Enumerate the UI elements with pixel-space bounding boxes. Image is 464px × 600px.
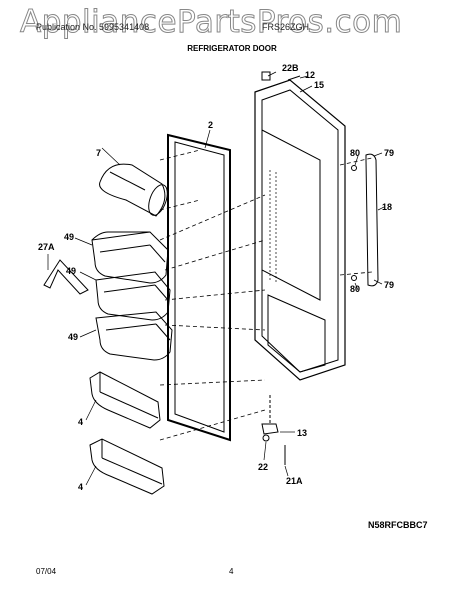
bushing-22	[262, 434, 270, 442]
door-handle-18	[365, 153, 379, 287]
dashed-leaders	[159, 149, 373, 441]
footer-page-number: 4	[229, 567, 234, 576]
callout-15: 15	[314, 80, 324, 90]
diagram-code: N58RFCBBC7	[368, 520, 428, 530]
door-bin-4-upper	[89, 371, 161, 429]
door-liner-15	[254, 79, 346, 381]
callout-13: 13	[297, 428, 307, 438]
callout-49-bottom: 49	[68, 332, 78, 342]
door-bin-49-top	[91, 231, 169, 284]
callout-27a: 27A	[38, 242, 55, 252]
callout-4-upper: 4	[78, 417, 83, 427]
door-gasket-2	[167, 133, 231, 442]
callout-4-lower: 4	[78, 482, 83, 492]
cap-22b	[261, 71, 271, 81]
callout-2: 2	[208, 120, 213, 130]
part-7-cylinder	[99, 163, 168, 217]
callout-22b: 22B	[282, 63, 299, 73]
part-12-trim	[287, 75, 301, 81]
screw-80-upper	[351, 165, 357, 171]
publication-number: Publication No. 5995341408	[36, 22, 150, 32]
screw-80-lower	[351, 275, 357, 281]
callout-21a: 21A	[286, 476, 303, 486]
part-27a-bar	[43, 259, 89, 295]
model-number: FRS26ZGH	[262, 22, 310, 32]
callout-18: 18	[382, 202, 392, 212]
callout-49-top: 49	[64, 232, 74, 242]
callout-7: 7	[96, 148, 101, 158]
footer-date: 07/04	[36, 567, 57, 576]
hinge-13	[261, 423, 279, 435]
callout-79-upper: 79	[384, 148, 394, 158]
watermark: AppliancePartsPros.com	[19, 4, 403, 41]
callout-leaders	[47, 71, 385, 486]
callout-80-upper: 80	[350, 148, 360, 158]
callout-49-middle: 49	[66, 266, 76, 276]
page-title: REFRIGERATOR DOOR	[187, 44, 277, 53]
door-bin-49-middle	[95, 271, 171, 321]
callout-80-lower: 80	[350, 284, 360, 294]
door-bin-4-lower	[89, 438, 165, 495]
callout-12: 12	[305, 70, 315, 80]
callout-79-lower: 79	[384, 280, 394, 290]
callout-22: 22	[258, 462, 268, 472]
door-bin-49-bottom	[95, 311, 173, 361]
